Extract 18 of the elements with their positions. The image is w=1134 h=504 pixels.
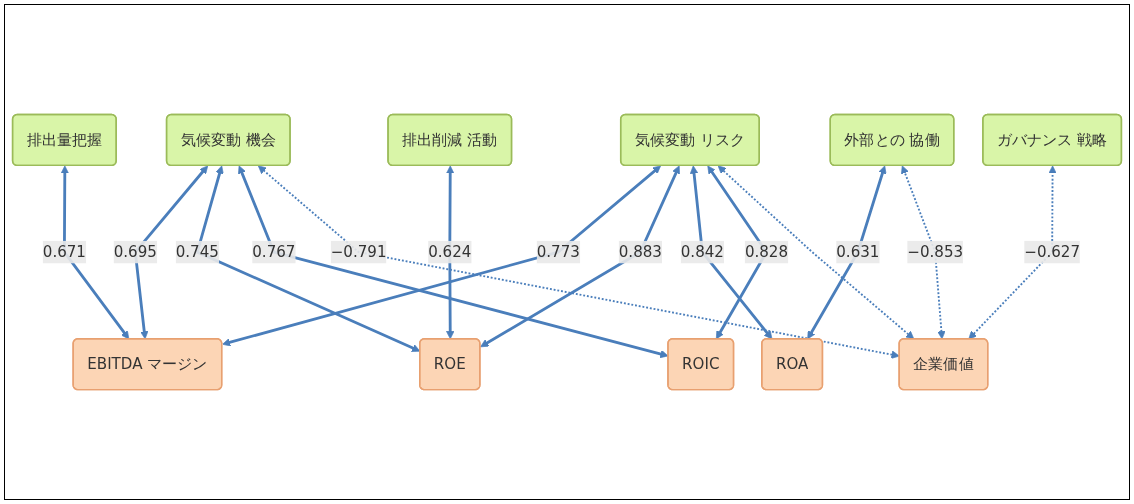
arrow [968, 165, 1057, 340]
edge-label: 0.631 [836, 242, 880, 261]
edge-label: 0.767 [252, 242, 296, 261]
arrow [480, 165, 680, 348]
edge-label: 0.842 [680, 242, 724, 261]
edge-label: 0.828 [744, 242, 789, 261]
arrow [717, 165, 915, 340]
edge-label: 0.883 [618, 242, 662, 261]
edge-label: 0.624 [428, 242, 472, 261]
arrow [807, 165, 887, 340]
edge-label: −0.853 [907, 242, 964, 261]
edge-label: 0.745 [175, 242, 219, 261]
edge-label: −0.791 [330, 242, 387, 261]
edge-label: 0.773 [536, 242, 580, 261]
edge-label: −0.627 [1024, 242, 1081, 261]
edge-label: 0.695 [113, 242, 157, 261]
arrow [901, 165, 946, 340]
edge-label: 0.671 [42, 242, 86, 261]
